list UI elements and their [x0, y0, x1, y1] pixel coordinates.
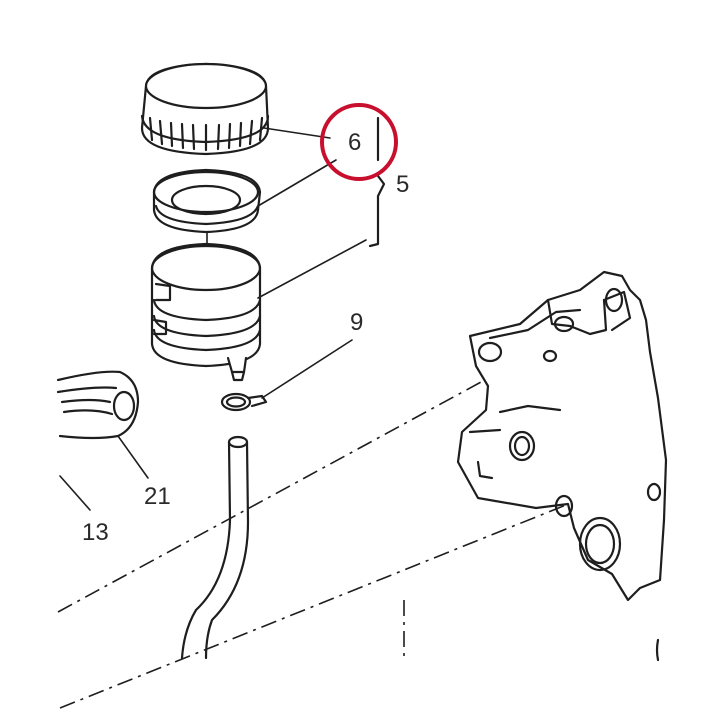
reservoir-cap [140, 62, 270, 156]
leader-21 [117, 435, 149, 479]
leader-body [257, 239, 367, 299]
callout-9: 9 [350, 309, 363, 336]
master-cylinder-housing [456, 270, 668, 662]
callout-6: 6 [348, 129, 361, 156]
axis-line-upper [57, 337, 563, 613]
brake-hose [180, 435, 250, 660]
callout-21: 21 [144, 483, 171, 510]
axis-line-lower [59, 504, 567, 709]
leader-lines [59, 127, 367, 511]
group-bracket [368, 116, 386, 248]
hose-fitting [56, 370, 140, 440]
diaphragm [152, 168, 262, 234]
hose-clamp [220, 392, 268, 412]
callout-5: 5 [396, 171, 409, 198]
reservoir-body [150, 242, 262, 382]
leader-9 [261, 339, 353, 399]
leader-13 [59, 475, 91, 511]
leader-diaphragm [257, 159, 337, 207]
bracket-5 [368, 174, 386, 248]
callout-13: 13 [82, 519, 109, 546]
highlight-circle [320, 103, 398, 181]
leader-6 [263, 127, 331, 139]
